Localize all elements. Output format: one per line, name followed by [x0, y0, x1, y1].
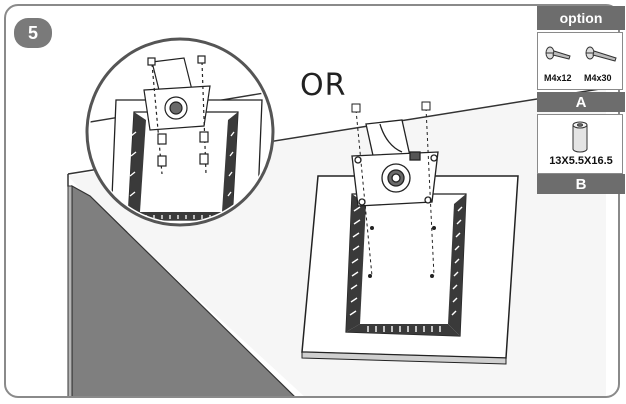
option-a-panel: M4x12 M4x30	[537, 32, 623, 90]
monitor-icon	[301, 175, 519, 365]
option-legend: option M4x12 M4x30 A 13X5.5X16.5 B	[537, 6, 625, 194]
step-number-badge: 5	[14, 18, 52, 48]
screw-m4x30-label: M4x30	[584, 73, 612, 83]
screw-icon	[545, 46, 617, 62]
spacer-size-label: 13X5.5X16.5	[549, 155, 613, 167]
step-number: 5	[27, 22, 38, 43]
option-a-label: A	[537, 92, 625, 112]
screw-icon	[351, 101, 435, 277]
option-header: option	[537, 6, 625, 30]
assembly-illustration	[67, 37, 607, 396]
or-divider-text: OR	[300, 68, 347, 103]
instruction-frame: 5 OR	[4, 4, 620, 398]
option-b-panel: 13X5.5X16.5	[537, 114, 623, 174]
magnifier-circle-icon	[85, 37, 275, 227]
option-b-label: B	[537, 174, 625, 194]
screw-m4x12-label: M4x12	[544, 73, 572, 83]
spacer-icon	[572, 121, 588, 153]
vesa-bracket-icon	[351, 119, 439, 207]
